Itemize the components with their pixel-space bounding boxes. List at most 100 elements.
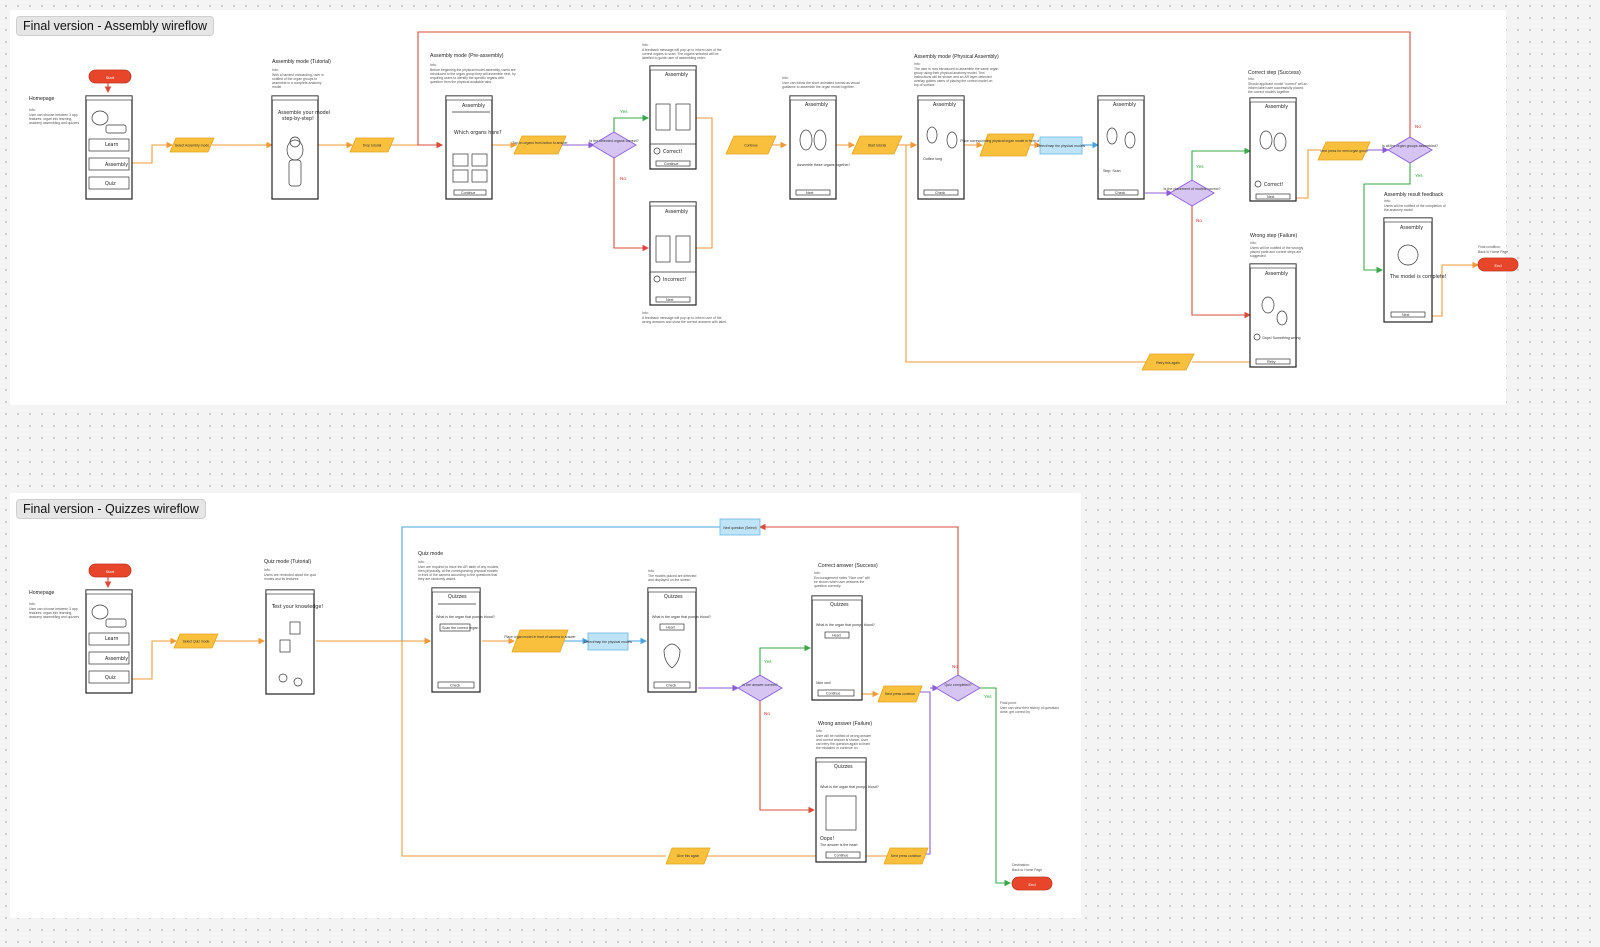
quiz-home-screen[interactable]: Learn Assembly Quiz bbox=[85, 589, 133, 694]
quiz-final-note: Final point: User can view their history… bbox=[1000, 701, 1059, 714]
drop-tutorial-step: Drop tutorial bbox=[349, 137, 395, 153]
quiz-detect-screen[interactable]: Quizzes What is the organ that pumps blo… bbox=[647, 587, 711, 693]
svg-text:Retry this again: Retry this again bbox=[1156, 361, 1180, 365]
quiz-detect-process: Detect/map the physical models bbox=[584, 632, 632, 651]
svg-text:Assembly: Assembly bbox=[1265, 104, 1288, 110]
svg-text:User are required to trace the: User are required to trace the AR table … bbox=[418, 565, 499, 569]
svg-text:End: End bbox=[1494, 263, 1501, 268]
svg-text:Assembly mode (Physical Assemb: Assembly mode (Physical Assembly) bbox=[914, 54, 999, 60]
assembly-correct-feedback-screen[interactable]: Assembly Correct! Continue bbox=[649, 65, 697, 170]
assembly-wrong-feedback-screen[interactable]: Assembly Incorrect! Next bbox=[649, 201, 697, 306]
svg-text:Detect/map the physical models: Detect/map the physical models bbox=[584, 640, 632, 644]
svg-text:and displayed on the screen: and displayed on the screen bbox=[648, 578, 691, 582]
svg-text:Next: Next bbox=[1402, 313, 1409, 317]
quizzes-section-title: Final version - Quizzes wireflow bbox=[16, 499, 206, 519]
quiz-wrong-note: Wrong answer (Failure) Info: User will b… bbox=[816, 721, 872, 750]
svg-text:A feedback message will pop up: A feedback message will pop up to inform… bbox=[642, 316, 722, 320]
svg-text:User can choose between 3 app: User can choose between 3 app bbox=[29, 113, 78, 117]
quiz-retry-step: Give this again bbox=[665, 847, 711, 865]
correct-step-screen[interactable]: Assembly Correct! Next bbox=[1249, 97, 1297, 202]
quiz-detect-note: Info: The models placed are detected and… bbox=[648, 569, 697, 582]
svg-text:Outline lung: Outline lung bbox=[923, 157, 942, 161]
svg-text:Continue: Continue bbox=[461, 191, 475, 195]
decision-all-assembled: Is all the organ groups assembled? bbox=[1382, 136, 1438, 164]
result-feedback-screen[interactable]: Assembly The model is complete! Next bbox=[1383, 217, 1447, 323]
svg-text:Quizzes: Quizzes bbox=[448, 594, 467, 600]
svg-text:Assembly: Assembly bbox=[805, 102, 828, 108]
quiz-next-step-2: Next press continue bbox=[883, 847, 929, 865]
svg-text:Final condition:: Final condition: bbox=[1478, 245, 1501, 249]
svg-text:User can view their history of: User can view their history of questions bbox=[1000, 706, 1059, 710]
svg-text:What is the organ that pumps b: What is the organ that pumps blood? bbox=[820, 785, 879, 789]
svg-text:Info:: Info: bbox=[272, 68, 279, 72]
svg-text:anatomy assembling and quizzes: anatomy assembling and quizzes bbox=[29, 615, 79, 619]
svg-text:Detect/map the physical models: Detect/map the physical models bbox=[1037, 144, 1085, 148]
decision-organs-correct: Is the selected organs correct? bbox=[589, 131, 639, 159]
svg-text:Quizzes: Quizzes bbox=[834, 764, 853, 770]
retry-assembly-step: Retry this again bbox=[1141, 353, 1195, 371]
svg-text:Assembly: Assembly bbox=[933, 102, 956, 108]
svg-text:Yes: Yes bbox=[1415, 173, 1423, 178]
svg-text:Select Quiz mode: Select Quiz mode bbox=[183, 640, 210, 644]
quiz-correct-screen[interactable]: Quizzes What is the organ that pumps blo… bbox=[811, 595, 875, 701]
svg-text:requiring users to identify th: requiring users to identify the specific… bbox=[430, 76, 504, 80]
svg-text:Select Assembly mode: Select Assembly mode bbox=[175, 144, 209, 148]
tap-organs-step: Tap on organs from button to answer bbox=[512, 135, 568, 155]
svg-text:Quiz completed?: Quiz completed? bbox=[945, 683, 972, 687]
result-feedback-note: Assembly result feedback Info: Users wil… bbox=[1384, 192, 1446, 212]
svg-text:What is the organ that pumps b: What is the organ that pumps blood? bbox=[436, 615, 495, 619]
svg-text:Assembly: Assembly bbox=[1400, 225, 1423, 231]
svg-text:Yes: Yes bbox=[764, 659, 772, 664]
svg-text:Correct answer (Success): Correct answer (Success) bbox=[818, 563, 878, 569]
svg-text:Quiz mode: Quiz mode bbox=[418, 551, 443, 557]
quiz-wrong-screen[interactable]: Quizzes What is the organ that pumps blo… bbox=[815, 757, 879, 863]
svg-text:Quiz: Quiz bbox=[105, 675, 116, 681]
svg-text:Continue: Continue bbox=[744, 144, 758, 148]
assembly-end-node[interactable]: End bbox=[1477, 257, 1519, 272]
svg-text:Scan the correct organ: Scan the correct organ bbox=[442, 626, 478, 630]
svg-text:Check: Check bbox=[1115, 191, 1125, 195]
svg-text:question correctly.: question correctly. bbox=[814, 584, 841, 588]
svg-text:Assemble your model: Assemble your model bbox=[278, 110, 330, 116]
assembly-preassembly-note: Assembly mode (Pre-assembly) Info: Befor… bbox=[430, 53, 516, 84]
svg-text:and correct answer is shown. U: and correct answer is shown. User bbox=[816, 738, 869, 742]
svg-text:Users will be notified of the: Users will be notified of the completion… bbox=[1384, 204, 1446, 208]
svg-text:Nice one!: Nice one! bbox=[816, 681, 831, 685]
quiz-start-node[interactable]: Start bbox=[88, 563, 132, 578]
svg-text:Yes: Yes bbox=[620, 109, 628, 114]
svg-text:Check: Check bbox=[666, 684, 676, 688]
svg-text:Assembly result feedback: Assembly result feedback bbox=[1384, 192, 1444, 198]
svg-text:Assembly mode (Tutorial): Assembly mode (Tutorial) bbox=[272, 59, 331, 65]
svg-text:Next press continue: Next press continue bbox=[891, 854, 921, 858]
svg-text:then physically, at the corres: then physically, at the corresponding ph… bbox=[418, 569, 498, 573]
svg-text:Info:: Info: bbox=[642, 311, 649, 315]
svg-text:The user is now introduced to: The user is now introduced to assemble t… bbox=[914, 67, 999, 71]
svg-text:the correct models together.: the correct models together. bbox=[1248, 90, 1290, 94]
quiz-mode-note: Quiz mode Info: User are required to tra… bbox=[418, 551, 499, 581]
svg-text:With a handed onboarding, user: With a handed onboarding, user is bbox=[272, 73, 324, 77]
svg-text:Next: Next bbox=[806, 191, 813, 195]
physical-assembly-screen[interactable]: Assembly Outline lung Check bbox=[917, 95, 965, 200]
svg-text:Assembly: Assembly bbox=[105, 656, 128, 662]
svg-text:Learn: Learn bbox=[105, 636, 118, 642]
assembly-tutorial-screen[interactable]: Assemble your model step-by-step! bbox=[271, 95, 330, 200]
assembly-start-node[interactable]: Start bbox=[88, 69, 132, 84]
svg-text:Oops! Something wrong: Oops! Something wrong bbox=[1262, 336, 1301, 340]
svg-text:Info:: Info: bbox=[29, 602, 36, 606]
svg-text:The models placed are detected: The models placed are detected bbox=[648, 574, 697, 578]
quiz-end-node[interactable]: End bbox=[1011, 876, 1053, 891]
svg-text:wrong answers and show the cor: wrong answers and show the correct answe… bbox=[642, 320, 727, 324]
quiz-mode-screen[interactable]: Quizzes What is the organ that pumps blo… bbox=[431, 587, 495, 693]
wrong-step-screen[interactable]: Assembly Oops! Something wrong Retry bbox=[1249, 263, 1301, 368]
assembly-home-screen[interactable]: Learn Assembly Quiz bbox=[85, 95, 133, 200]
svg-text:placed parts and correct steps: placed parts and correct steps are bbox=[1250, 250, 1301, 254]
svg-text:correct organs to scan. The or: correct organs to scan. The organs selec… bbox=[642, 52, 719, 56]
svg-text:Info:: Info: bbox=[914, 62, 921, 66]
assembly-preassembly-screen[interactable]: Assembly Which organs here? Continue bbox=[445, 95, 502, 200]
assembly-animation-screen[interactable]: Assembly Assemble these organs together!… bbox=[789, 95, 850, 200]
svg-text:Before beginning the physical: Before beginning the physical model asse… bbox=[430, 68, 516, 72]
assembly-scan-screen[interactable]: Assembly Step: Scan Check bbox=[1097, 95, 1145, 200]
svg-text:introduced to the organ group: introduced to the organ group they will … bbox=[430, 72, 516, 76]
quiz-tutorial-screen[interactable]: Test your knowledge! bbox=[265, 589, 323, 695]
